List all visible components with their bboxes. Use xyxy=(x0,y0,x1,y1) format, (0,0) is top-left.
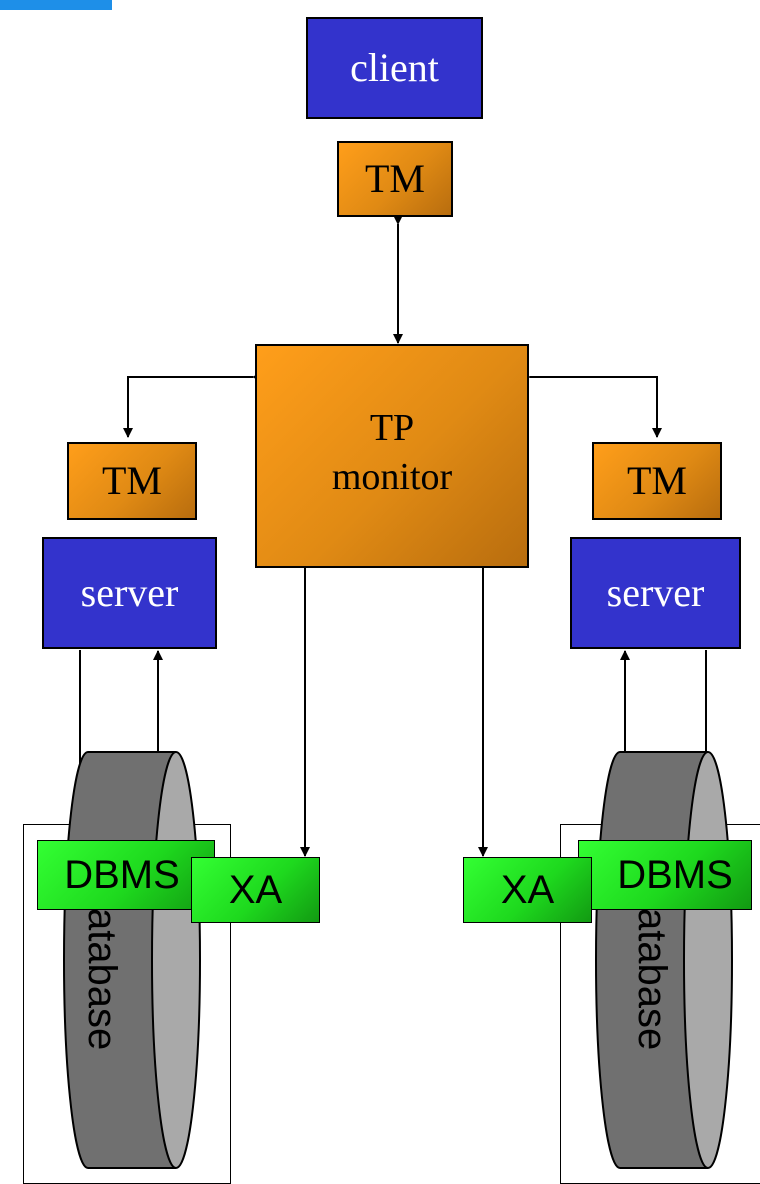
server-right-box: server xyxy=(570,537,741,649)
tm-right-box: TM xyxy=(592,442,722,520)
tp-monitor-label-line2: monitor xyxy=(331,456,453,499)
client-label: client xyxy=(350,45,439,90)
server-left-label: server xyxy=(80,570,179,615)
xa-right-box: XA xyxy=(463,857,592,923)
arrow-monitor-tm-right xyxy=(521,372,662,438)
tm-right-label: TM xyxy=(627,458,687,503)
tm-top-box: TM xyxy=(337,141,453,217)
server-left-box: server xyxy=(42,537,217,649)
xa-right-label: XA xyxy=(500,868,555,912)
dbms-right-box: DBMS xyxy=(578,840,752,910)
tm-left-box: TM xyxy=(67,442,197,520)
xa-left-box: XA xyxy=(191,857,320,923)
dbms-left-box: DBMS xyxy=(37,840,215,910)
tm-top-label: TM xyxy=(365,156,425,201)
xa-left-label: XA xyxy=(228,868,283,912)
arrow-monitor-tm-left xyxy=(123,372,262,438)
client-box: client xyxy=(306,17,483,119)
dbms-right-label: DBMS xyxy=(617,853,733,897)
server-right-label: server xyxy=(606,570,705,615)
tp-monitor-box: TP monitor xyxy=(255,344,529,568)
tm-left-label: TM xyxy=(102,458,162,503)
corner-accent xyxy=(0,0,112,10)
dbms-left-label: DBMS xyxy=(64,853,180,897)
tp-monitor-label-line1: TP xyxy=(369,407,415,449)
